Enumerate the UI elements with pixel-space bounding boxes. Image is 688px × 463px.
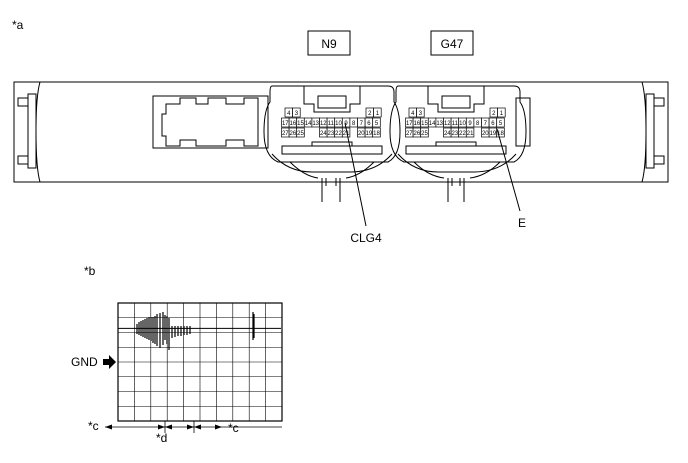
pin-number-g47-19: 25: [421, 131, 428, 137]
pin-number-n9-6: 15: [297, 121, 304, 127]
pin-cell-g47-26: [496, 127, 505, 138]
oscilloscope-grid: [118, 303, 282, 421]
gnd-arrow-icon: [103, 355, 116, 369]
label-a: *a: [12, 18, 24, 32]
pin-number-g47-16: 5: [499, 121, 503, 127]
pin-number-g47-8: 13: [436, 121, 443, 127]
ecu-module-block: [152, 95, 269, 149]
pin-number-g47-0: 4: [411, 111, 415, 117]
pin-number-g47-13: 8: [476, 121, 480, 127]
pin-number-n9-4: 17: [282, 121, 289, 127]
pin-cell-g47-19: [420, 127, 429, 138]
pin-number-g47-20: 24: [444, 131, 451, 137]
pin-number-n9-24: 20: [358, 131, 365, 137]
oscilloscope-screen: [117, 302, 283, 422]
pin-cell-g47-1: [416, 107, 425, 118]
pin-number-g47-5: 16: [414, 121, 421, 127]
connector-name-g47: G47: [441, 37, 464, 51]
pin-number-n9-20: 24: [320, 131, 327, 137]
pin-number-g47-2: 2: [492, 111, 496, 117]
pin-number-n9-19: 25: [297, 131, 304, 137]
pin-number-g47-14: 7: [484, 121, 488, 127]
pin-number-n9-12: 9: [344, 121, 348, 127]
pin-number-g47-23: 21: [467, 131, 474, 137]
pin-number-g47-9: 12: [444, 121, 451, 127]
waveform-bursts: [136, 312, 255, 350]
pin-number-n9-23: 21: [343, 131, 350, 137]
pin-cell-n9-26: [372, 127, 381, 138]
pin-cell-g47-3: [497, 107, 506, 118]
pin-number-n9-17: 27: [282, 131, 289, 137]
label-e: E: [518, 216, 526, 230]
pin-number-g47-24: 20: [482, 131, 489, 137]
pin-number-n9-9: 12: [320, 121, 327, 127]
pin-number-n9-3: 1: [376, 111, 380, 117]
pin-number-n9-13: 8: [352, 121, 356, 127]
pin-number-g47-4: 17: [406, 121, 413, 127]
pin-number-n9-26: 18: [373, 131, 380, 137]
connector-g47: [389, 85, 527, 202]
pin-cell-n9-3: [373, 107, 382, 118]
pin-number-n9-15: 6: [367, 121, 371, 127]
label-gnd: GND: [71, 355, 98, 369]
pin-number-n9-0: 4: [287, 111, 291, 117]
pin-number-g47-17: 27: [406, 131, 413, 137]
pin-cell-g47-16: [496, 117, 505, 128]
pin-number-g47-1: 3: [419, 111, 423, 117]
pin-number-g47-21: 23: [452, 131, 459, 137]
connector-n9: [263, 85, 401, 202]
pin-cell-n9-19: [296, 127, 305, 138]
pin-number-n9-8: 13: [312, 121, 319, 127]
pin-number-g47-25: 19: [490, 131, 497, 137]
ecu-housing: [13, 81, 669, 183]
pin-number-n9-1: 3: [295, 111, 299, 117]
pin-cell-g47-23: [465, 127, 475, 138]
pin-number-n9-18: 26: [290, 131, 297, 137]
pin-number-g47-15: 6: [491, 121, 495, 127]
pin-number-n9-11: 10: [335, 121, 342, 127]
pin-number-n9-5: 16: [290, 121, 297, 127]
pin-number-g47-26: 18: [497, 131, 504, 137]
connector-name-n9: N9: [321, 37, 337, 51]
pin-number-n9-10: 11: [328, 121, 335, 127]
label-c-right: *c: [228, 421, 239, 435]
pin-number-g47-12: 9: [468, 121, 472, 127]
label-b: *b: [84, 264, 96, 278]
pin-number-n9-25: 19: [366, 131, 373, 137]
leader-line-clg4: [344, 122, 367, 227]
leader-line-e: [496, 128, 521, 212]
pin-number-g47-22: 22: [459, 131, 466, 137]
pin-number-g47-18: 26: [414, 131, 421, 137]
pin-cell-n9-16: [372, 117, 381, 128]
label-c-left: *c: [88, 419, 99, 433]
connector-name-box-n9: N9: [307, 30, 351, 56]
pin-number-n9-22: 22: [335, 131, 342, 137]
pin-number-g47-7: 14: [429, 121, 436, 127]
label-clg4: CLG4: [350, 231, 382, 245]
pin-number-n9-2: 2: [368, 111, 372, 117]
pin-number-g47-3: 1: [500, 111, 504, 117]
pin-number-n9-21: 23: [328, 131, 335, 137]
label-d: *d: [156, 431, 167, 445]
pin-number-g47-6: 15: [421, 121, 428, 127]
pin-number-g47-10: 11: [452, 121, 459, 127]
pin-cell-n9-1: [292, 107, 301, 118]
pin-number-n9-14: 7: [360, 121, 364, 127]
connector-name-box-g47: G47: [430, 30, 474, 56]
time-span-arrows: [105, 421, 282, 433]
pin-number-g47-11: 10: [459, 121, 466, 127]
pin-number-n9-7: 14: [305, 121, 312, 127]
pin-number-n9-16: 5: [375, 121, 379, 127]
